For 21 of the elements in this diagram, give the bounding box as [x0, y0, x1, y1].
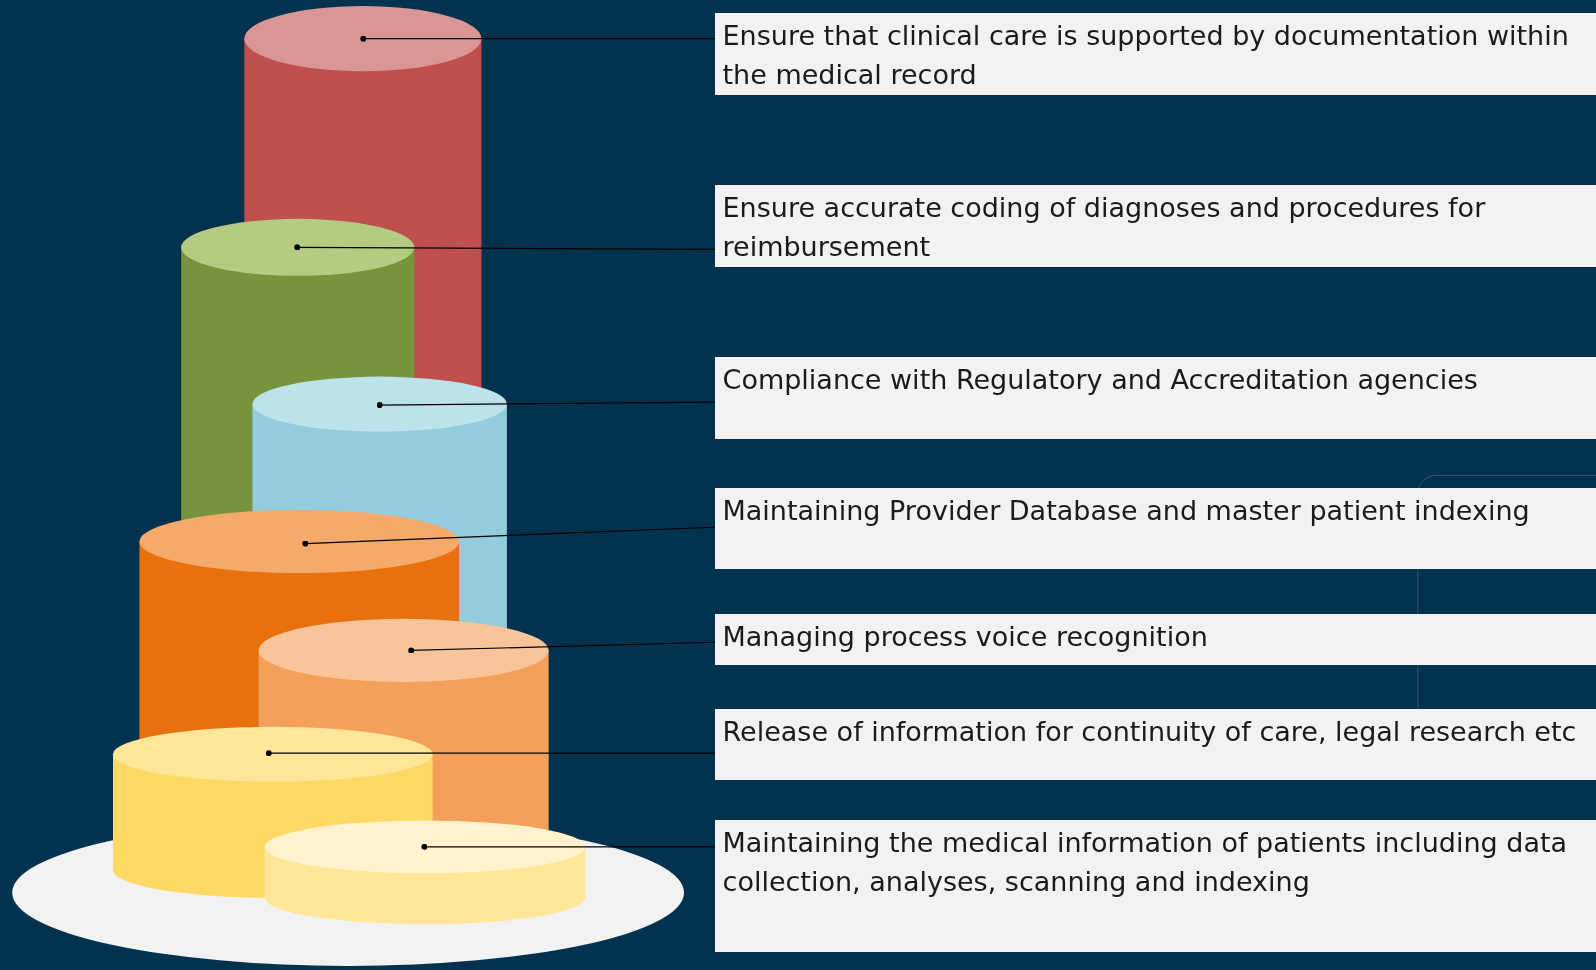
leader-line [294, 244, 716, 251]
leader-line [302, 526, 716, 547]
description-text: Ensure accurate coding of diagnoses and procedures for reimbursement [722, 191, 1487, 265]
cylinder-top [181, 218, 415, 276]
cylinder-top [139, 509, 460, 574]
cylinder-top [244, 6, 482, 72]
leader-line [360, 35, 716, 42]
leader-line [408, 641, 716, 654]
leader-line [421, 843, 716, 850]
description-text: Ensure that clinical care is supported by documentation within the medical record [722, 19, 1570, 93]
cylinder-top [113, 726, 433, 782]
description-text: Managing process voice recognition [722, 619, 1208, 654]
cylinder-top [258, 618, 549, 682]
description-text: Maintaining Provider Database and master patient indexing [722, 493, 1530, 528]
description-text: Maintaining the medical information of patients including data collection, analyses, scanning and indexing [722, 826, 1569, 900]
description-text: Compliance with Regulatory and Accreditation agencies [722, 363, 1478, 398]
cylinder-top [252, 376, 507, 432]
leader-line [265, 750, 716, 757]
description-text: Release of information for continuity of care, legal research etc [722, 715, 1577, 750]
leader-line [376, 401, 716, 409]
cylinder-top [264, 820, 586, 874]
